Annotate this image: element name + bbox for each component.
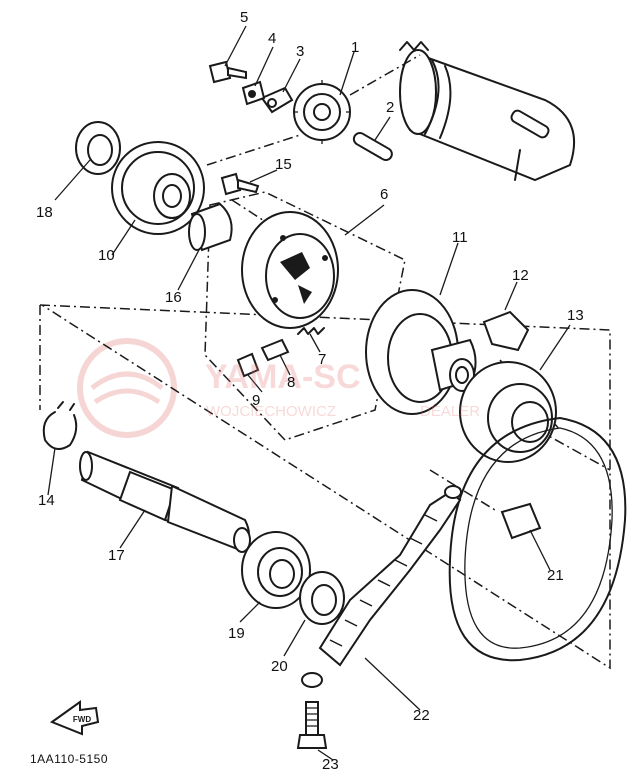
callout-11: 11: [452, 229, 468, 246]
watermark-sub: WOJCIECHOWICZ: [206, 403, 336, 420]
watermark-sub2: DEALER: [420, 403, 481, 420]
bolt-15: [220, 172, 260, 196]
circlip: [42, 401, 78, 450]
bolt-bottom: [296, 701, 328, 749]
fwd-label: FWD: [73, 715, 91, 724]
pin: [352, 132, 393, 161]
callout-10: 10: [98, 247, 115, 264]
callout-15: 15: [275, 156, 292, 173]
callout-17: 17: [108, 547, 125, 564]
callout-23: 23: [322, 756, 339, 773]
callout-20: 20: [271, 658, 288, 675]
callout-4: 4: [268, 30, 277, 47]
callout-9: 9: [252, 392, 261, 409]
washer-plate: [241, 80, 266, 106]
small-gear: [293, 80, 351, 144]
lock-plate: [260, 86, 294, 114]
oil-seal-top: [75, 121, 121, 175]
part-code: 1AA110-5150: [30, 752, 109, 766]
callout-8: 8: [287, 374, 296, 391]
weight: [482, 310, 530, 352]
callout-7: 7: [318, 351, 327, 368]
oil-seal-bottom: [299, 571, 345, 625]
v-belt: [448, 417, 627, 662]
bushing: [188, 202, 233, 252]
callout-2: 2: [386, 99, 395, 116]
callout-18: 18: [36, 204, 53, 221]
spring: [297, 327, 325, 335]
fwd-arrow-icon: FWD: [49, 700, 100, 736]
watermark-logo: [77, 338, 177, 438]
callout-3: 3: [296, 43, 305, 60]
starter-motor: [399, 41, 576, 182]
callout-6: 6: [380, 186, 389, 203]
callout-21: 21: [547, 567, 564, 584]
roller: [236, 352, 260, 378]
one-way-clutch: [241, 211, 339, 329]
large-gear: [111, 141, 205, 235]
bolt-top: [208, 60, 247, 84]
callout-13: 13: [567, 307, 584, 324]
callout-16: 16: [165, 289, 182, 306]
drive-shaft: [79, 450, 251, 553]
leader-lines: [47, 25, 571, 761]
bearing: [241, 531, 311, 609]
clutch-housing: [365, 289, 477, 415]
guide-plate: [301, 485, 462, 688]
callout-1: 1: [351, 39, 360, 56]
callout-19: 19: [228, 625, 245, 642]
callout-14: 14: [38, 492, 55, 509]
small-cog: [500, 502, 542, 540]
plunger: [260, 338, 290, 362]
clutch-group-boundary: [204, 191, 406, 441]
callout-12: 12: [512, 267, 529, 284]
watermark-main: YAMA-SC: [205, 358, 361, 396]
callout-5: 5: [240, 9, 249, 26]
callout-22: 22: [413, 707, 430, 724]
